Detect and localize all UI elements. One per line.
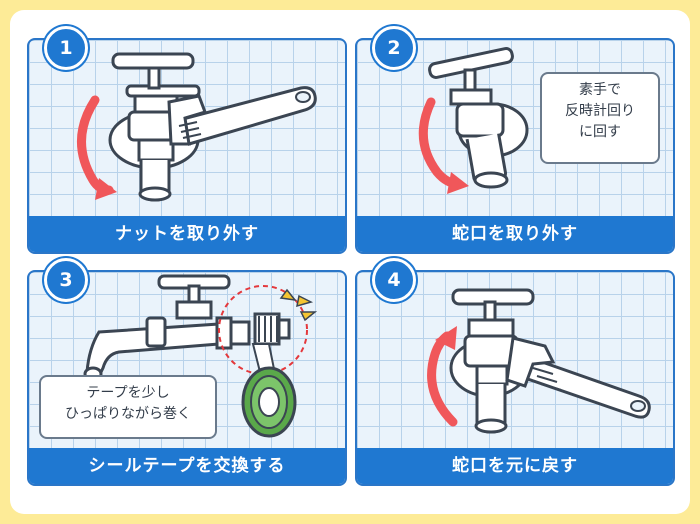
step-3-caption: シールテープを交換する — [29, 448, 345, 484]
step-2-panel: 素手で 反時計回り に回す 蛇口を取り外す — [355, 38, 675, 254]
wrench-icon — [505, 336, 651, 419]
step-3-note: テープを少し ひっぱりながら巻く — [39, 375, 217, 439]
rotation-arrow-icon — [77, 95, 114, 195]
step-2-note: 素手で 反時計回り に回す — [540, 72, 660, 164]
step-4-badge: 4 — [372, 258, 416, 302]
step-2-note-line: に回す — [579, 124, 621, 140]
step-1-badge: 1 — [44, 26, 88, 70]
step-2-caption: 蛇口を取り外す — [357, 216, 673, 252]
step-2-badge: 2 — [372, 26, 416, 70]
step-4-illustration — [427, 288, 651, 434]
step-3-note-line: テープを少し — [86, 385, 170, 401]
step-1-illustration — [77, 52, 317, 202]
step-4-panel: 蛇口を元に戻す — [355, 270, 675, 486]
rotation-arrow-icon — [427, 331, 458, 427]
step-3-illustration — [83, 274, 318, 438]
seal-tape-icon — [241, 343, 297, 438]
step-1-caption: ナットを取り外す — [29, 216, 345, 252]
step-3-badge: 3 — [44, 258, 88, 302]
step-1-panel: ナットを取り外す — [27, 38, 347, 254]
step-2-note-line: 素手で — [579, 82, 621, 98]
sparkle-icon — [279, 288, 318, 322]
wrench-icon — [167, 86, 317, 146]
step-4-caption: 蛇口を元に戻す — [357, 448, 673, 484]
step-3-panel: テープを少し ひっぱりながら巻く シールテープを交換する — [27, 270, 347, 486]
rotation-arrow-icon — [418, 97, 464, 189]
faucet-icon — [449, 288, 535, 434]
step-2-illustration — [418, 47, 529, 194]
step-3-note-line: ひっぱりながら巻く — [65, 406, 191, 422]
step-2-note-line: 反時計回り — [565, 103, 635, 119]
faucet-icon — [83, 274, 291, 382]
faucet-icon — [428, 47, 529, 189]
